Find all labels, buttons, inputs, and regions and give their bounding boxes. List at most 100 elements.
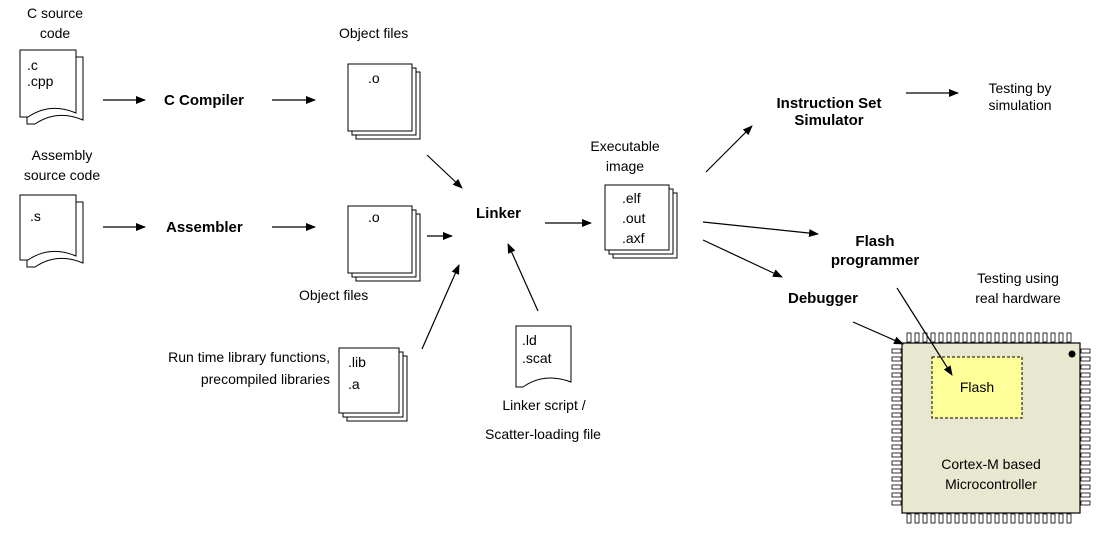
chip-pin [1002, 513, 1008, 524]
chip-pin [1080, 452, 1091, 458]
c-source-doc-icon [19, 49, 84, 125]
asm-source-doc-icon [19, 194, 84, 268]
chip-pin [930, 332, 936, 343]
linker-script-doc-icon [515, 325, 572, 388]
c-ext-cpp: .cpp [27, 73, 54, 89]
linker-script-label-1: Linker script / [502, 397, 585, 413]
scat-ext: .scat [522, 350, 552, 366]
debugger-label: Debugger [788, 290, 858, 307]
chip-pin [1034, 332, 1040, 343]
chip-pin [891, 428, 902, 434]
c-ext-c: .c [27, 57, 38, 73]
chip-pin [906, 513, 912, 524]
arrow-script-to-linker [507, 243, 539, 312]
assembler-label: Assembler [166, 219, 243, 236]
pin1-dot-icon [1068, 350, 1076, 358]
chip-pin [978, 513, 984, 524]
asm-source-label-1: Assembly [32, 147, 93, 163]
chip-pin [914, 513, 920, 524]
chip-pin [891, 452, 902, 458]
chip-pin [994, 332, 1000, 343]
sim-test-label-2: simulation [988, 97, 1051, 113]
chip-pin [891, 492, 902, 498]
chip-pin [938, 332, 944, 343]
exe-ext-elf: .elf [622, 190, 641, 206]
chip-pin [962, 513, 968, 524]
chip-pin [1080, 500, 1091, 506]
chip-pin [891, 404, 902, 410]
chip-pin [1080, 484, 1091, 490]
hw-test-label-2: real hardware [975, 290, 1061, 306]
chip-pin [1002, 332, 1008, 343]
arrow-exe-to-flash [702, 221, 819, 238]
chip-pin [946, 332, 952, 343]
chip-pin [1010, 332, 1016, 343]
chip-pin [1080, 492, 1091, 498]
chip-pin [1080, 380, 1091, 386]
chip-pin [1080, 460, 1091, 466]
chip-pin [891, 500, 902, 506]
mcu-pins [891, 332, 1091, 524]
chip-pin [962, 332, 968, 343]
arrow-lib-to-linker [421, 264, 460, 350]
chip-pin [891, 356, 902, 362]
chip-pin [891, 348, 902, 354]
chip-pin [954, 332, 960, 343]
chip-pin [1080, 420, 1091, 426]
chip-pin [1080, 468, 1091, 474]
chip-pin [891, 420, 902, 426]
flash-prog-label-2: programmer [831, 252, 920, 269]
chip-pin [1058, 513, 1064, 524]
chip-pin [1058, 332, 1064, 343]
chip-pin [1026, 513, 1032, 524]
chip-pin [1018, 332, 1024, 343]
arrow-exe-to-debugger [702, 239, 783, 278]
exe-ext-axf: .axf [622, 230, 645, 246]
chip-pin [978, 332, 984, 343]
chip-pin [1050, 513, 1056, 524]
mcu-label-2: Microcontroller [945, 476, 1037, 492]
obj-files-top-icon [347, 63, 421, 140]
chip-pin [986, 332, 992, 343]
chip-pin [970, 513, 976, 524]
obj-ext-bottom: .o [368, 209, 380, 225]
chip-pin [891, 372, 902, 378]
chip-pin [1026, 332, 1032, 343]
chip-pin [891, 436, 902, 442]
exe-label-2: image [606, 158, 644, 174]
obj-files-label-bottom: Object files [299, 287, 368, 303]
executable-files-icon [604, 184, 678, 259]
chip-pin [1080, 436, 1091, 442]
chip-pin [922, 513, 928, 524]
chip-pin [1042, 332, 1048, 343]
flash-block-label: Flash [960, 379, 994, 395]
library-files-icon [338, 347, 408, 422]
chip-pin [891, 412, 902, 418]
chip-pin [1080, 396, 1091, 402]
chip-pin [1080, 372, 1091, 378]
ld-ext: .ld [522, 332, 537, 348]
library-label-1: Run time library functions, [168, 349, 330, 365]
hw-test-label-1: Testing using [977, 270, 1059, 286]
chip-pin [1080, 444, 1091, 450]
exe-ext-out: .out [622, 210, 645, 226]
flash-prog-label-1: Flash [855, 233, 894, 250]
chip-pin [1080, 412, 1091, 418]
chip-pin [906, 332, 912, 343]
chip-pin [1080, 404, 1091, 410]
chip-pin [891, 484, 902, 490]
chip-pin [1010, 513, 1016, 524]
c-compiler-label: C Compiler [164, 92, 244, 109]
chip-pin [970, 332, 976, 343]
arrow-debugger-to-mcu [852, 321, 904, 345]
chip-pin [891, 444, 902, 450]
chip-pin [891, 388, 902, 394]
chip-pin [891, 476, 902, 482]
chip-pin [986, 513, 992, 524]
chip-pin [1080, 356, 1091, 362]
c-source-label-1: C source [27, 5, 83, 21]
chip-pin [1018, 513, 1024, 524]
chip-pin [891, 460, 902, 466]
sim-test-label-1: Testing by [988, 80, 1051, 96]
